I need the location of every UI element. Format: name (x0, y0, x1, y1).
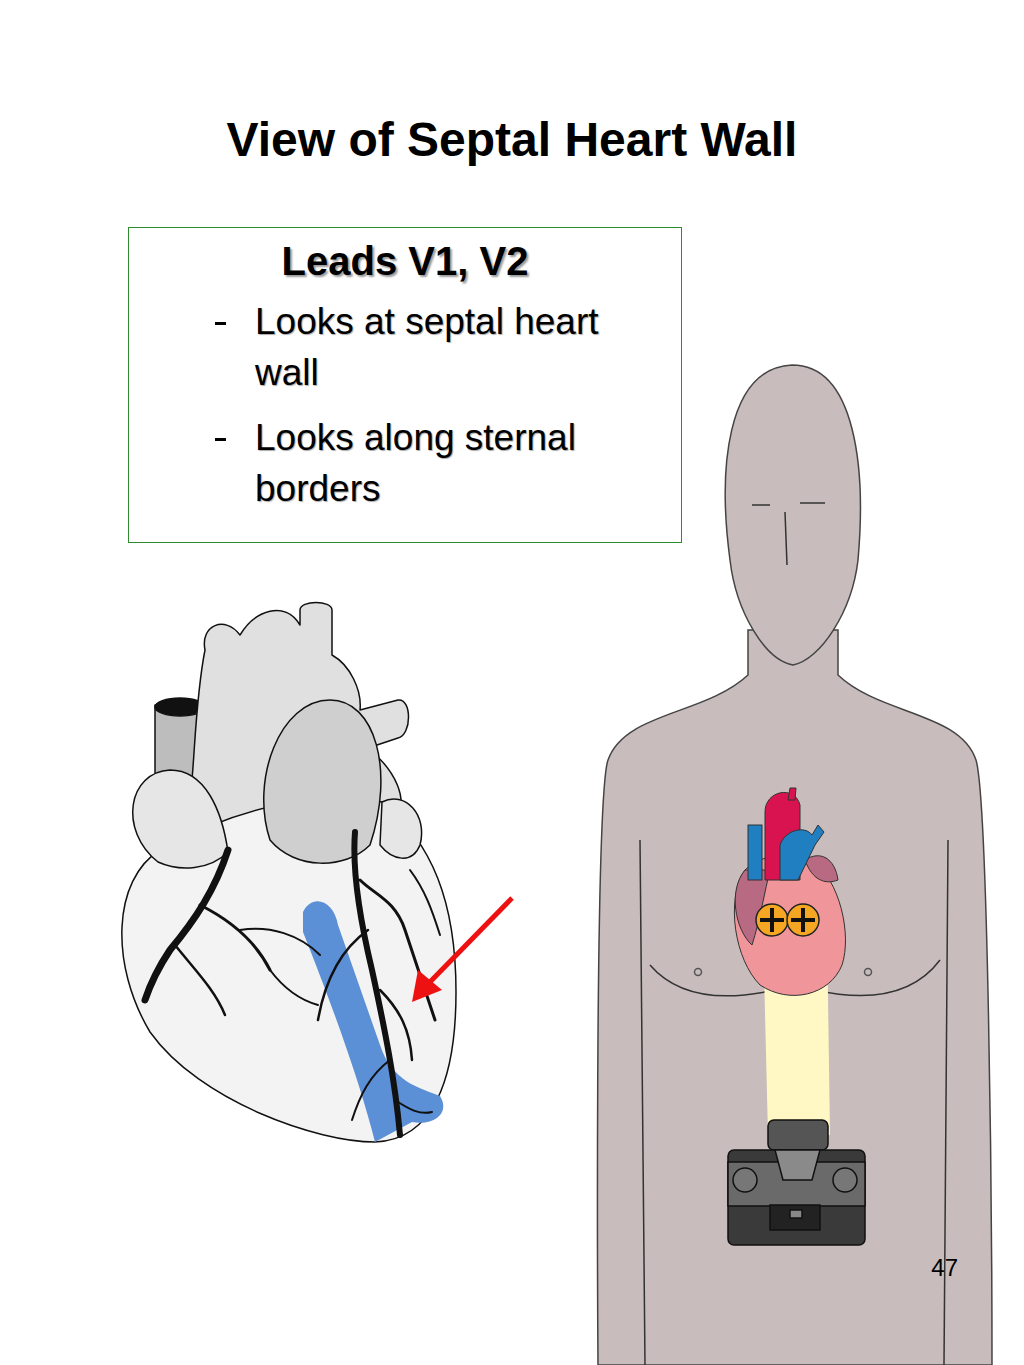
info-box: Leads V1, V2 Looks at septal heart wallLo… (128, 227, 682, 543)
right-atrium (133, 770, 228, 868)
box-heading: Leads V1, V2 (147, 238, 663, 284)
camera-icon (728, 1120, 865, 1245)
pointer-arrow (412, 898, 512, 1002)
torso (597, 630, 992, 1365)
chest-heart (734, 788, 845, 995)
pulmonary-trunk (264, 700, 381, 863)
bullet-item: Looks along sternal borders (255, 412, 665, 514)
bullet-text: Looks at septal heart wall (255, 301, 599, 393)
bullet-item: Looks at septal heart wall (255, 296, 665, 398)
electrode-symbols (756, 904, 819, 936)
head (725, 365, 860, 665)
coronary-vessels (145, 832, 440, 1135)
heart-anatomy (122, 603, 456, 1143)
bullet-dash (215, 438, 226, 441)
page-number: 47 (931, 1254, 958, 1282)
left-atrial-appendage (380, 799, 422, 858)
bullet-text: Looks along sternal borders (255, 417, 576, 509)
slide-title: View of Septal Heart Wall (0, 112, 1024, 167)
septal-region (303, 901, 443, 1142)
bullet-dash (215, 322, 226, 325)
